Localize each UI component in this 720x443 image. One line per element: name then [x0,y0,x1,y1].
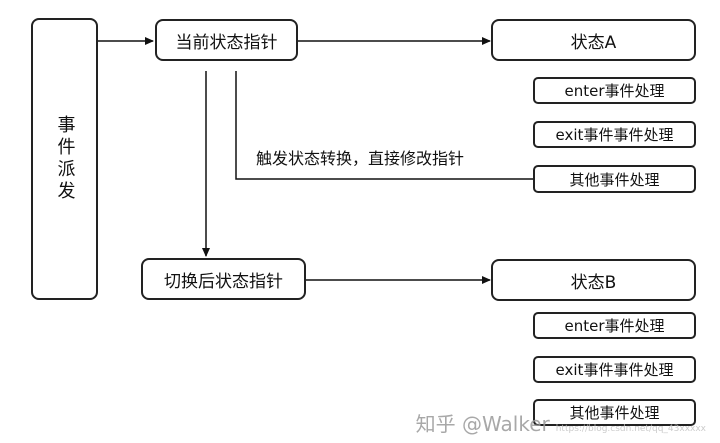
state-a-exit-handler: exit事件事件处理 [533,121,696,148]
transition-line [235,71,533,180]
watermark-url: https://blog.csdn.net/qq_43xxxxx [555,424,706,434]
event-dispatcher-label: 事件派发 [54,115,76,203]
state-b-exit-label: exit事件事件处理 [555,361,674,379]
current-state-pointer-label: 当前状态指针 [175,32,278,53]
state-b-box: 状态B [491,259,696,301]
transition-note: 触发状态转换，直接修改指针 [256,149,465,168]
state-a-enter-label: enter事件处理 [564,82,665,100]
state-b-enter-label: enter事件处理 [564,317,665,335]
state-a-other-label: 其他事件处理 [569,170,660,189]
watermark: 知乎 @Walker https://blog.csdn.net/qq_43xxx… [416,408,706,437]
after-switch-state-pointer: 切换后状态指针 [141,258,306,300]
state-a-title: 状态A [570,32,617,53]
watermark-text: 知乎 @Walker [415,412,550,436]
event-dispatcher-box: 事件派发 [31,18,98,300]
state-a-enter-handler: enter事件处理 [533,77,696,104]
state-b-title: 状态B [570,272,617,293]
state-b-exit-handler: exit事件事件处理 [533,356,696,383]
state-b-enter-handler: enter事件处理 [533,312,696,339]
after-switch-state-pointer-label: 切换后状态指针 [164,271,283,292]
state-a-other-handler: 其他事件处理 [533,165,696,193]
state-a-box: 状态A [491,19,696,61]
state-b-other-label: 其他事件处理 [569,404,660,422]
current-state-pointer: 当前状态指针 [155,19,298,61]
state-b-other-handler: 其他事件处理 [533,399,696,426]
state-a-exit-label: exit事件事件处理 [555,126,674,144]
